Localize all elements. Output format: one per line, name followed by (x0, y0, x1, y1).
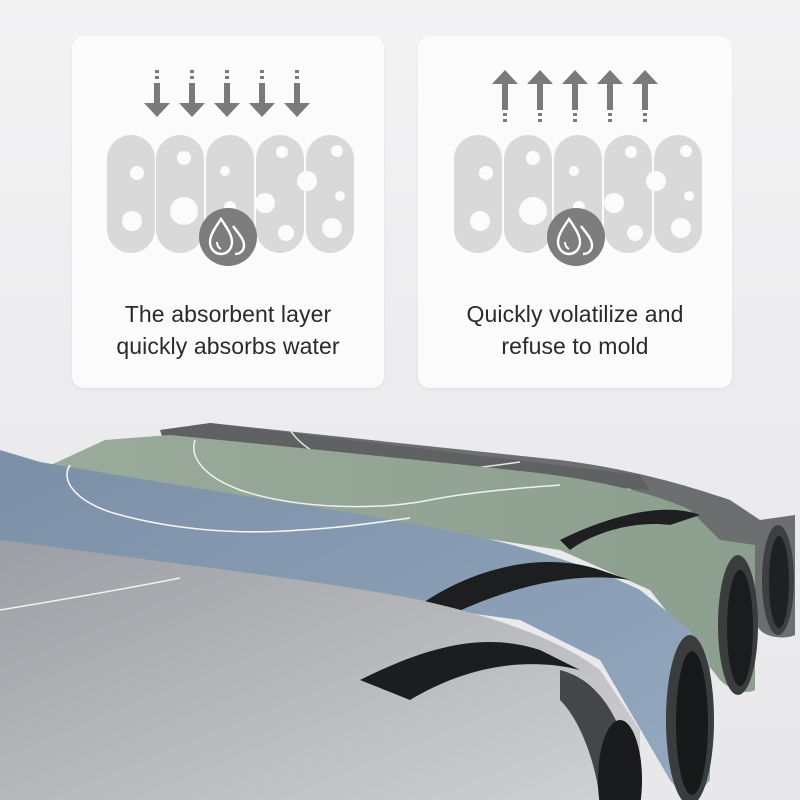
water-drops-icon (199, 208, 257, 266)
caption-line: The absorbent layer (124, 301, 332, 327)
caption-absorb: The absorbent layer quickly absorbs wate… (72, 298, 384, 362)
feature-card-volatilize: Quickly volatilize and refuse to mold (418, 36, 732, 388)
feature-card-absorb: The absorbent layer quickly absorbs wate… (72, 36, 384, 388)
porous-layer-icon (107, 135, 354, 253)
caption-line: Quickly volatilize and (466, 301, 684, 327)
volatilize-diagram (454, 70, 702, 266)
mat-green (40, 435, 758, 695)
mat-light-gray (0, 540, 642, 800)
caption-line: quickly absorbs water (116, 333, 340, 359)
caption-volatilize: Quickly volatilize and refuse to mold (418, 298, 732, 362)
down-arrows-icon (144, 70, 310, 117)
mat-blue (0, 450, 714, 800)
water-drops-icon (547, 208, 605, 266)
caption-line: refuse to mold (501, 333, 649, 359)
rolled-mats-photo (0, 423, 795, 800)
absorb-diagram (107, 70, 354, 266)
up-arrows-icon (492, 70, 658, 122)
